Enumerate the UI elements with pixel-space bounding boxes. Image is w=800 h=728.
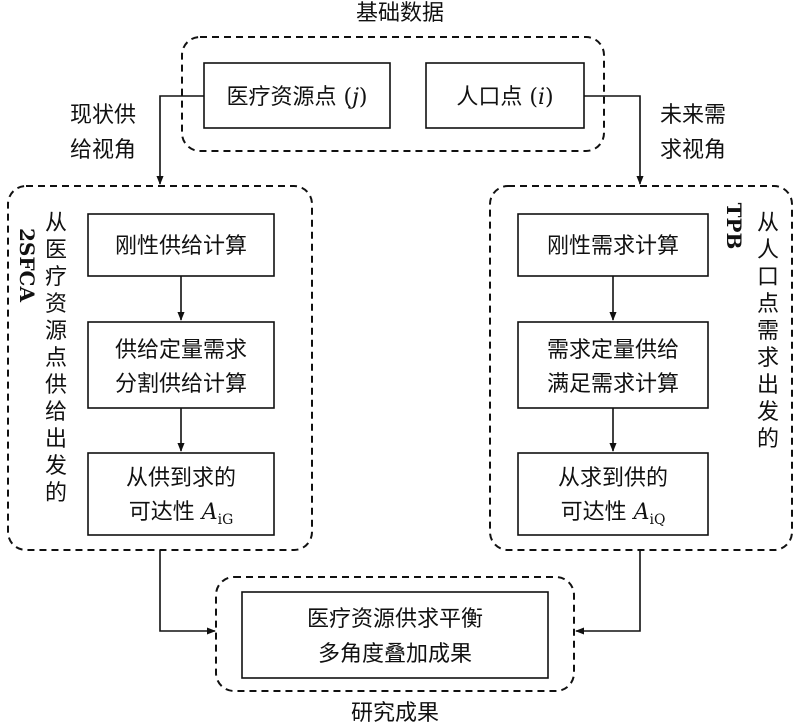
- left-step2-line2: 分割供给计算: [115, 372, 247, 397]
- left-caption-char: 医: [45, 238, 67, 263]
- bottom-group-title: 研究成果: [351, 701, 439, 726]
- result-box: [241, 591, 549, 679]
- right-group-frame: [489, 185, 793, 551]
- left-step2-line1: 供给定量需求: [115, 338, 247, 363]
- top-group-frame: [181, 36, 605, 152]
- left-caption-char: 供: [45, 373, 67, 398]
- medical-point-text: 医疗资源点 (j): [226, 85, 367, 110]
- left-caption-char: 给: [45, 400, 67, 425]
- bottom-group-frame: [215, 576, 575, 692]
- population-point-text: 人口点 (i): [456, 85, 553, 110]
- medical-point-box: [203, 62, 391, 129]
- medical-point-open-paren: (: [344, 85, 353, 110]
- left-step3-label: 可达性: [129, 500, 195, 525]
- right-caption-char: 人: [757, 238, 779, 263]
- left-step1-text: 刚性供给计算: [115, 234, 247, 259]
- right-caption-char: 求: [757, 346, 779, 371]
- right-step3-symbol: A: [632, 500, 650, 525]
- population-point-var: i: [538, 85, 545, 110]
- left-caption-char: 从: [45, 211, 67, 236]
- population-point-open-paren: (: [529, 85, 538, 110]
- right-caption-char: 口: [757, 265, 779, 290]
- right-step3-line2: 可达性 AiQ: [561, 500, 666, 528]
- left-to-result-connector: [159, 550, 216, 635]
- right-caption-char: 从: [757, 211, 779, 236]
- left-caption-char: 源: [45, 319, 67, 344]
- right-edge-label-line2: 求视角: [660, 138, 726, 163]
- left-step3-subscript: iG: [218, 512, 234, 528]
- medical-point-close-paren: ): [359, 85, 368, 110]
- left-method-label: 2SFCA: [15, 228, 39, 302]
- right-step3-subscript: iQ: [649, 512, 665, 528]
- result-line1: 医疗资源供求平衡: [307, 607, 483, 632]
- right-step3-box: [517, 452, 709, 536]
- right-vertical-caption: 从 人 口 点 需 求 出 发 的: [757, 211, 779, 452]
- left-step3-line1: 从供到求的: [126, 466, 236, 491]
- left-branch-connector: [156, 95, 204, 185]
- right-caption-char: 需: [757, 319, 779, 344]
- left-caption-char: 点: [45, 346, 67, 371]
- population-point-box: [425, 62, 585, 129]
- right-step2-box: [517, 321, 709, 409]
- left-vertical-caption: 从 医 疗 资 源 点 供 给 出 发 的: [45, 211, 67, 506]
- right-branch-connector: [584, 95, 644, 185]
- medical-point-label: 医疗资源点: [226, 85, 336, 110]
- top-group-title: 基础数据: [356, 1, 444, 26]
- left-step3-line2: 可达性 AiG: [129, 500, 234, 528]
- left-caption-char: 疗: [45, 265, 67, 290]
- left-edge-label-line1: 现状供: [70, 103, 136, 128]
- left-step3-symbol: A: [200, 500, 218, 525]
- left-caption-char: 资: [45, 292, 67, 317]
- right-caption-char: 出: [757, 373, 779, 398]
- right-caption-char: 点: [757, 292, 779, 317]
- population-point-label: 人口点: [456, 85, 522, 110]
- right-to-result-connector: [575, 550, 641, 635]
- left-caption-char: 的: [45, 481, 67, 506]
- result-line2: 多角度叠加成果: [318, 642, 472, 667]
- left-caption-char: 发: [45, 454, 67, 479]
- right-step1-box: [517, 213, 709, 277]
- population-point-close-paren: ): [545, 85, 554, 110]
- right-step2-line1: 需求定量供给: [547, 338, 679, 363]
- right-caption-char: 的: [757, 427, 779, 452]
- right-step1-text: 刚性需求计算: [547, 234, 679, 259]
- right-step3-label: 可达性: [561, 500, 627, 525]
- right-edge-label-line1: 未来需: [660, 103, 726, 128]
- right-step2-line2: 满足需求计算: [547, 372, 679, 397]
- left-step3-box: [87, 452, 275, 536]
- left-caption-char: 出: [45, 427, 67, 452]
- right-step3-line1: 从求到供的: [558, 466, 668, 491]
- left-edge-label-line2: 给视角: [70, 138, 136, 163]
- right-caption-char: 发: [757, 400, 779, 425]
- right-method-label: TPB: [722, 203, 746, 250]
